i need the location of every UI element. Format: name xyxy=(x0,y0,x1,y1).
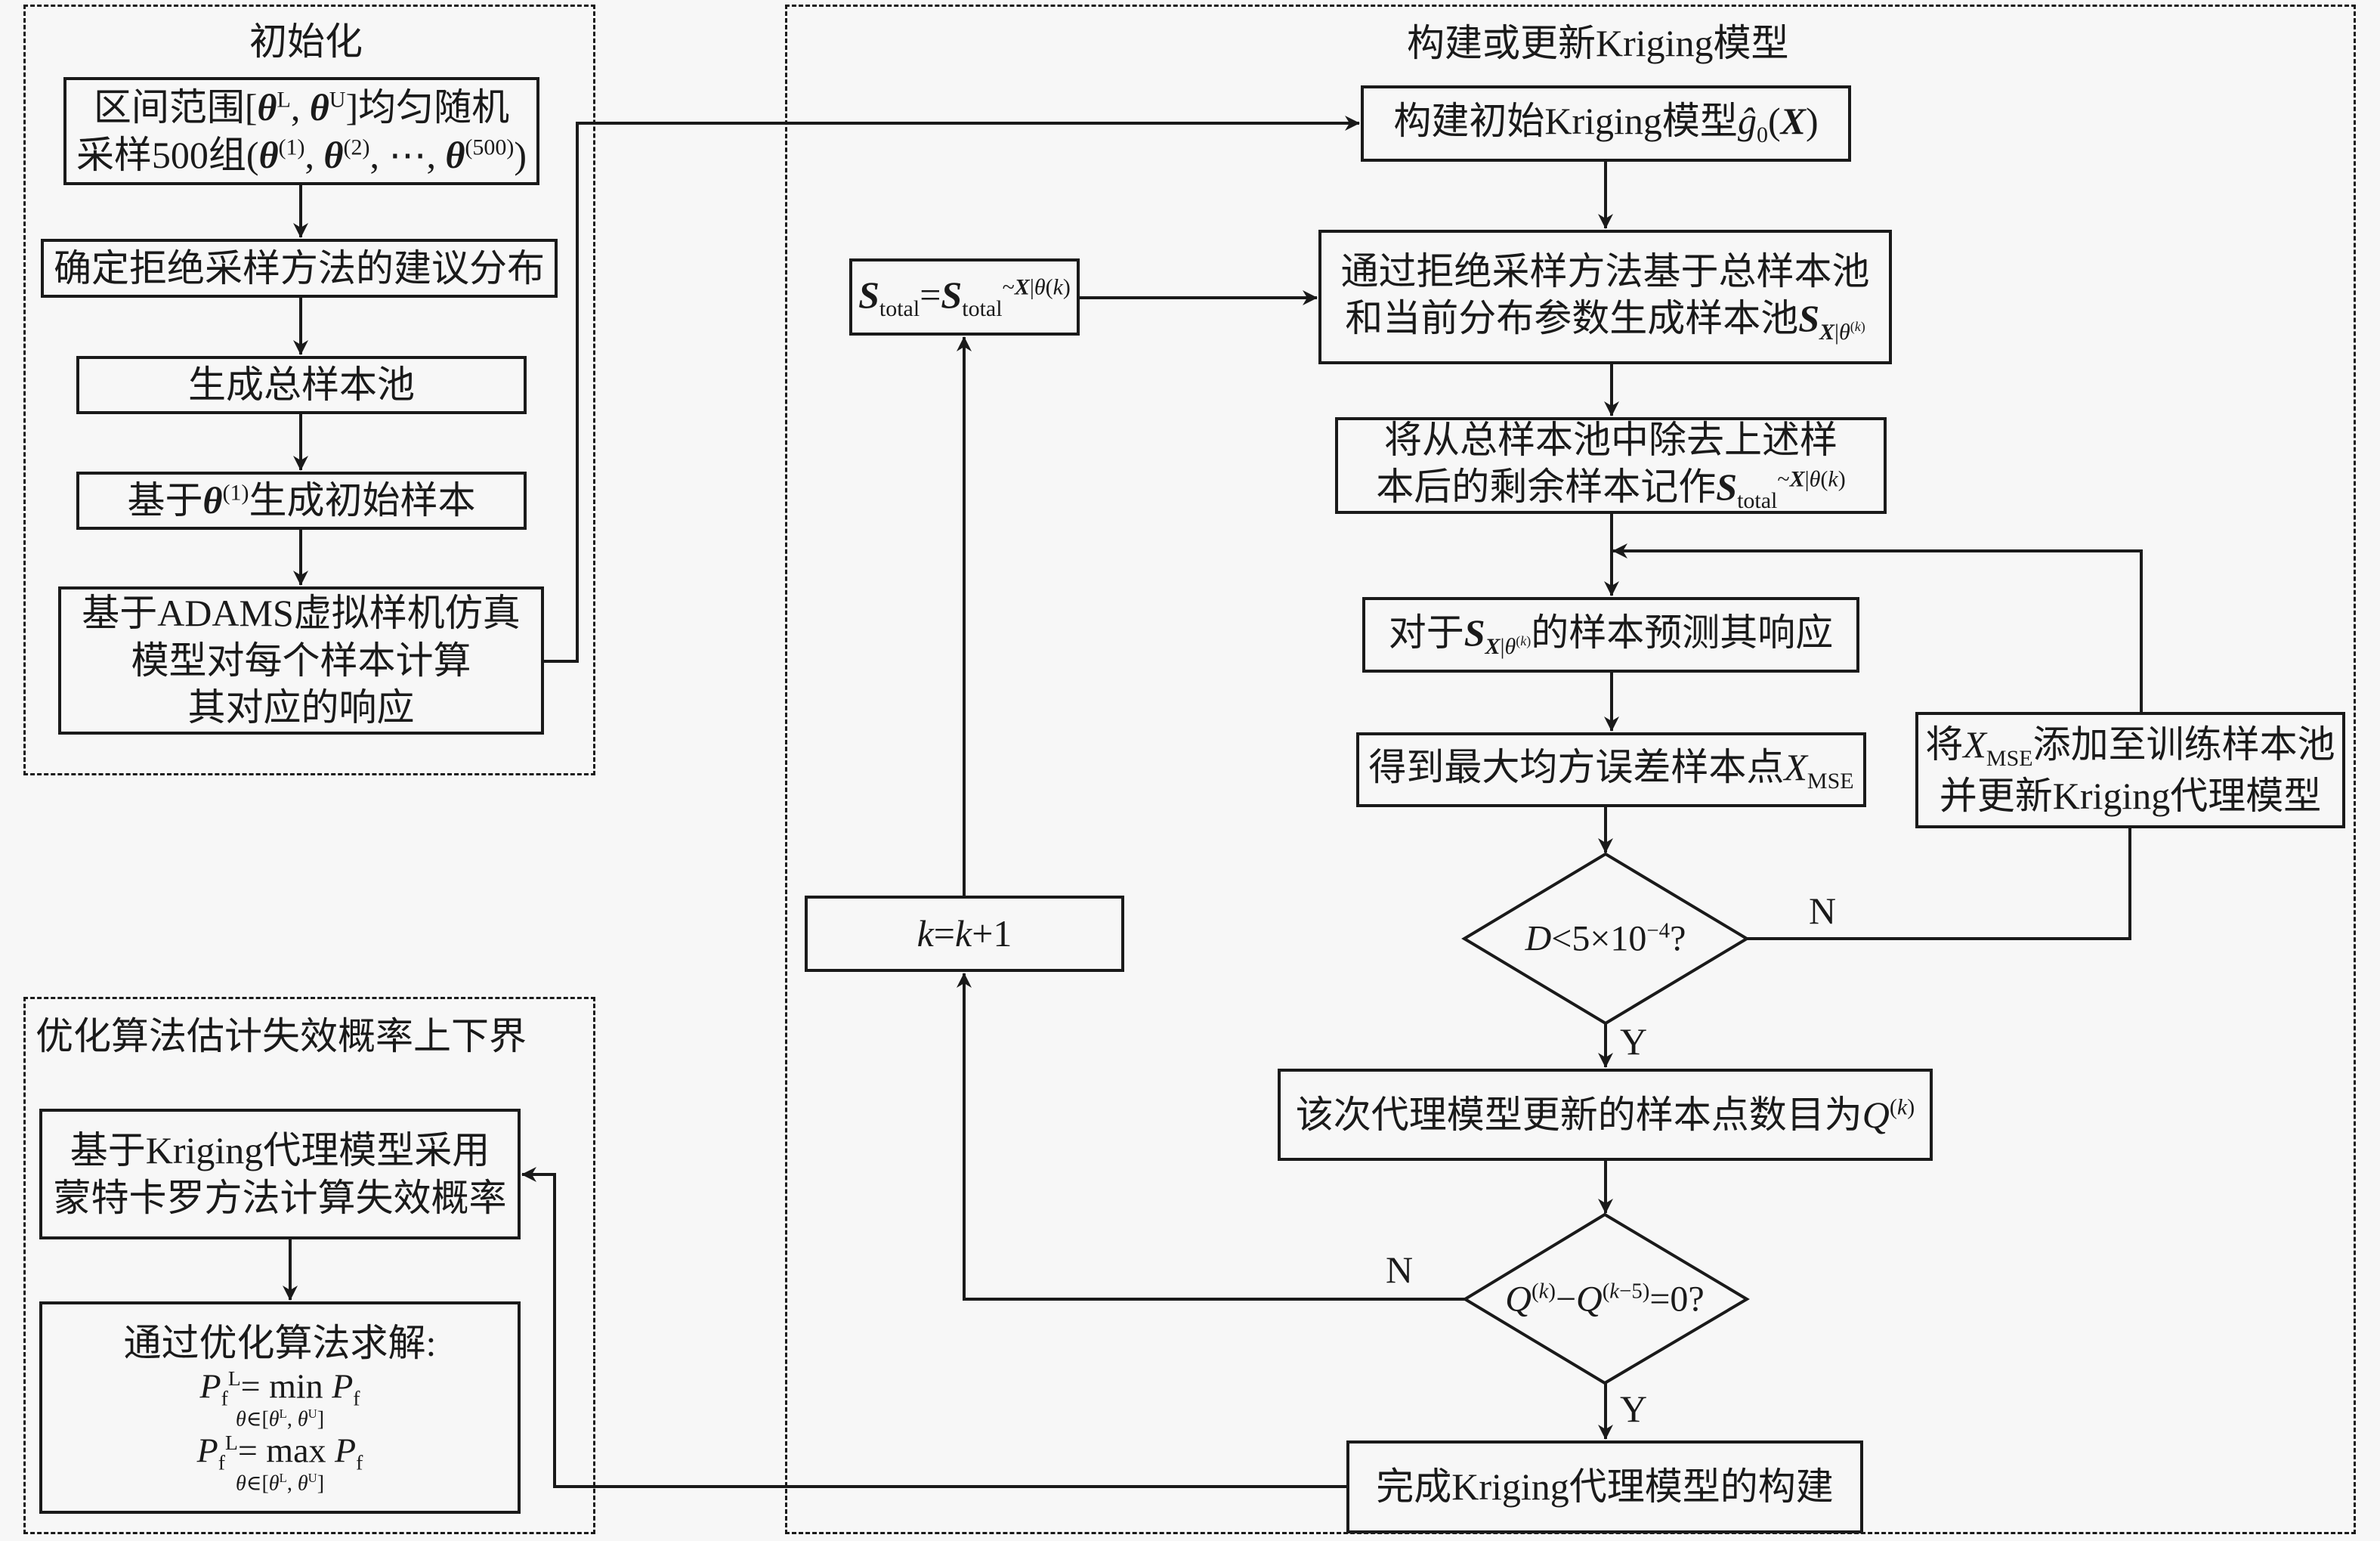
region-kriging-title: 构建或更新Kriging模型 xyxy=(1407,22,1789,64)
step-adams-line1: 基于ADAMS虚拟样机仿真 xyxy=(82,592,521,635)
region-initialization-title: 初始化 xyxy=(249,20,363,63)
arrow-complete-to-montecarlo xyxy=(521,1167,1346,1488)
step-add-xmse[interactable]: 将XMSE添加至训练样本池 并更新Kriging代理模型 xyxy=(1915,712,2345,828)
step-build-initial-kriging[interactable]: 构建初始Kriging模型ĝ0(X) xyxy=(1361,85,1851,162)
step-adams-response[interactable]: 基于ADAMS虚拟样机仿真 模型对每个样本计算 其对应的响应 xyxy=(58,586,544,735)
step-remaining-line1: 将从总样本池中除去上述样 xyxy=(1383,418,1838,461)
region-optimization xyxy=(23,997,595,1534)
step-total-pool-label: 生成总样本池 xyxy=(188,364,415,407)
step-sample-interval-line2: 采样500组(θ(1), θ(2), ⋯, θ(500)) xyxy=(76,133,527,176)
arrow-decision1-no xyxy=(1747,828,2131,940)
step-increment-k[interactable]: k=k+1 xyxy=(805,896,1124,972)
decision-stability[interactable]: Q(k)−Q(k−5)=0? xyxy=(1505,1279,1705,1320)
step-max-mse[interactable]: 得到最大均方误差样本点XMSE xyxy=(1356,732,1866,807)
step-predict-response-label: 对于SX|θ(k)的样本预测其响应 xyxy=(1388,611,1834,659)
arrow-decision2-no xyxy=(957,973,1465,1301)
step-remaining-pool[interactable]: 将从总样本池中除去上述样 本后的剩余样本记作Stotal~X|θ(k) xyxy=(1335,417,1887,514)
step-initial-samples[interactable]: 基于θ(1)生成初始样本 xyxy=(76,472,527,530)
step-add-xmse-line2: 并更新Kriging代理模型 xyxy=(1939,775,2322,817)
formula-max: PfL= max Pf θ∈[θL, θU] xyxy=(196,1430,363,1495)
step-rejection-sampling[interactable]: 通过拒绝采样方法基于总样本池 和当前分布参数生成样本池SX|θ(k) xyxy=(1318,230,1892,364)
decision-convergence-shape xyxy=(1461,852,1750,1026)
step-update-count-label: 该次代理模型更新的样本点数目为Q(k) xyxy=(1295,1093,1915,1136)
step-remaining-line2: 本后的剩余样本记作Stotal~X|θ(k) xyxy=(1376,466,1846,513)
arrow-xmse-loop xyxy=(1612,543,2143,712)
step-proposal-distribution-label: 确定拒绝采样方法的建议分布 xyxy=(54,246,545,289)
step-complete-kriging[interactable]: 完成Kriging代理模型的构建 xyxy=(1346,1440,1863,1533)
step-initial-samples-label: 基于θ(1)生成初始样本 xyxy=(127,479,476,522)
region-optimization-title: 优化算法估计失效概率上下界 xyxy=(36,1015,527,1057)
decision-convergence-no-label: N xyxy=(1808,890,1837,932)
step-optimization-solve[interactable]: 通过优化算法求解: PfL= min Pf θ∈[θL, θU] PfL= ma… xyxy=(39,1301,521,1514)
step-monte-carlo-line1: 基于Kriging代理模型采用 xyxy=(70,1129,490,1171)
region-initialization xyxy=(23,5,595,775)
decision-convergence-yes-label: Y xyxy=(1619,1020,1648,1063)
step-update-count[interactable]: 该次代理模型更新的样本点数目为Q(k) xyxy=(1278,1069,1933,1161)
step-sample-interval-line1: 区间范围[θ^L, θ^U]均匀随机区间范围[θL, θU]均匀随机 xyxy=(93,86,510,128)
step-sample-interval[interactable]: 区间范围[θ^L, θ^U]均匀随机区间范围[θL, θU]均匀随机 采样500… xyxy=(63,77,539,185)
formula-min-constraint: θ∈[θL, θU] xyxy=(235,1406,325,1431)
step-build-initial-kriging-label: 构建初始Kriging模型ĝ0(X) xyxy=(1393,100,1819,148)
step-total-pool[interactable]: 生成总样本池 xyxy=(76,356,527,414)
decision-stability-shape xyxy=(1462,1212,1750,1385)
step-increment-k-label: k=k+1 xyxy=(916,912,1012,955)
step-max-mse-label: 得到最大均方误差样本点XMSE xyxy=(1368,746,1854,794)
step-update-total-pool-label: Stotal=Stotal~X|θ(k) xyxy=(858,273,1071,321)
formula-max-constraint: θ∈[θL, θU] xyxy=(235,1470,325,1495)
step-rejection-line1: 通过拒绝采样方法基于总样本池 xyxy=(1340,249,1870,292)
step-update-total-pool[interactable]: Stotal=Stotal~X|θ(k) xyxy=(849,258,1080,336)
decision-stability-yes-label: Y xyxy=(1619,1388,1648,1430)
step-adams-line2: 模型对每个样本计算 xyxy=(131,639,471,682)
formula-min: PfL= min Pf θ∈[θL, θU] xyxy=(199,1366,360,1431)
step-complete-kriging-label: 完成Kriging代理模型的构建 xyxy=(1376,1465,1834,1509)
formula-max-op: max xyxy=(266,1431,326,1470)
step-rejection-line2: 和当前分布参数生成样本池SX|θ(k) xyxy=(1345,297,1865,345)
step-predict-response[interactable]: 对于SX|θ(k)的样本预测其响应 xyxy=(1362,597,1859,673)
step-solve-heading: 通过优化算法求解: xyxy=(123,1322,437,1365)
step-proposal-distribution[interactable]: 确定拒绝采样方法的建议分布 xyxy=(41,239,558,298)
step-add-xmse-line1: 将XMSE添加至训练样本池 xyxy=(1925,723,2335,771)
decision-convergence[interactable]: D<5×10−4? xyxy=(1525,918,1686,959)
step-monte-carlo[interactable]: 基于Kriging代理模型采用 蒙特卡罗方法计算失效概率 xyxy=(39,1109,521,1239)
formula-min-op: min xyxy=(269,1366,323,1406)
step-adams-line3: 其对应的响应 xyxy=(187,686,415,729)
decision-stability-no-label: N xyxy=(1385,1249,1414,1291)
arrow-adams-to-kriging xyxy=(544,116,1360,663)
step-monte-carlo-line2: 蒙特卡罗方法计算失效概率 xyxy=(53,1176,507,1219)
